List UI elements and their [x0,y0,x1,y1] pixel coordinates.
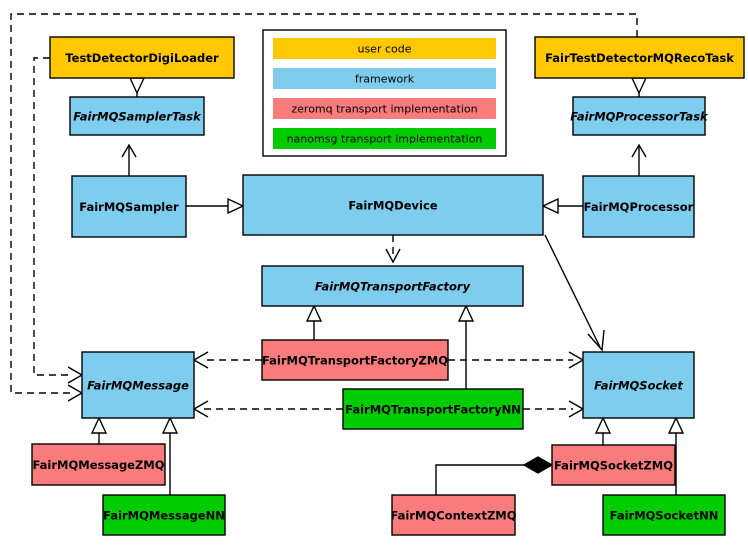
legend-items: user code framework zeromq transport imple… [273,38,496,149]
legend-label: framework [355,73,415,86]
arrow-generalization-transportfactory-zmq [305,304,323,322]
class-node-FairMQSocketZMQ[interactable]: FairMQSocketZMQ [551,444,676,486]
legend-panel: user code framework zeromq transport imple… [262,29,507,157]
class-node-FairMQProcessor[interactable]: FairMQProcessor [582,175,695,238]
class-name-label: FairMQProcessorTask [570,110,709,124]
class-box-rect [261,265,524,307]
arrow-open-message-top-left [67,366,84,384]
arrow-generalization-message-zmq [90,416,108,434]
legend-label: user code [357,43,411,56]
class-box-rect [102,494,226,536]
class-name-label: FairMQSocket [594,379,683,393]
class-boxes: TestDetectorDigiLoaderFairMQSamplerTaskF… [31,36,745,536]
class-name-label: FairMQContextZMQ [390,509,516,523]
legend-item-nanomsg: nanomsg transport implementation [273,128,496,149]
edge-digiloader-to-message [33,57,72,376]
dependency-routing-transport [204,235,573,410]
class-node-FairMQMessageNN[interactable]: FairMQMessageNN [102,494,226,536]
class-box-rect [261,339,449,381]
class-box-rect [81,351,195,419]
class-name-label: FairMQTransportFactoryZMQ [262,354,448,368]
class-box-rect [71,175,187,238]
class-name-label: FairMQTransportFactory [315,280,471,294]
arrow-generalization-socket-zmq [594,416,612,434]
arrow-generalization-message-nn [161,416,179,434]
class-box-rect [342,388,524,430]
class-box-rect [31,443,166,486]
legend-swatch [273,98,496,119]
class-name-label: FairMQMessage [87,379,189,393]
arrow-generalization-device-from-processor [541,197,559,215]
arrow-generalization-digiloader [128,77,146,95]
class-node-FairMQContextZMQ[interactable]: FairMQContextZMQ [390,494,517,536]
dependency-routing-outer [10,13,638,394]
class-name-label: TestDetectorDigiLoader [65,51,219,65]
arrow-open-device-socket [587,329,605,352]
class-box-rect [49,36,235,79]
arrow-generalization-device-from-sampler [227,197,245,215]
class-node-TestDetectorDigiLoader[interactable]: TestDetectorDigiLoader [49,36,235,79]
arrow-generalization-socket-nn [667,416,685,434]
class-name-label: FairMQSocketNN [610,509,719,523]
arrow-open-transportfactory [385,248,401,264]
legend-swatch [273,38,496,59]
class-node-FairMQSamplerTask[interactable]: FairMQSamplerTask [69,96,205,136]
class-node-FairMQMessageZMQ[interactable]: FairMQMessageZMQ [31,443,166,486]
class-name-label: FairMQSampler [79,200,179,214]
legend-item-user: user code [273,38,496,59]
class-node-FairMQTransportFactoryZMQ[interactable]: FairMQTransportFactoryZMQ [261,339,449,381]
arrow-open-samplertask [121,143,137,158]
class-box-rect [572,96,706,136]
class-node-FairMQSocket[interactable]: FairMQSocket [582,351,695,419]
class-box-rect [582,351,695,419]
legend-item-zeromq: zeromq transport implementation [273,98,496,119]
class-node-FairMQProcessorTask[interactable]: FairMQProcessorTask [570,96,709,136]
arrow-generalization-transportfactory-nn [457,304,475,322]
class-node-FairMQSampler[interactable]: FairMQSampler [71,175,187,238]
class-box-rect [391,494,516,536]
class-node-FairTestDetectorMQRecoTask[interactable]: FairTestDetectorMQRecoTask [534,36,745,79]
legend-swatch [273,128,496,149]
arrow-open-message-right-top [192,351,209,369]
class-node-FairMQDevice[interactable]: FairMQDevice [242,174,544,236]
class-name-label: FairMQSamplerTask [73,110,202,124]
class-name-label: FairTestDetectorMQRecoTask [545,51,734,65]
class-box-rect [582,175,695,238]
class-name-label: FairMQTransportFactoryNN [345,403,521,417]
arrow-open-message-bottom-left [67,384,84,402]
class-node-FairMQTransportFactory[interactable]: FairMQTransportFactory [261,265,524,307]
diamond-composition-contextzmq [522,456,554,474]
class-name-label: FairMQProcessor [584,200,694,214]
legend-item-framework: framework [273,68,496,89]
arrow-generalization-recotask [630,77,648,95]
arrowheads [67,77,685,474]
class-node-FairMQSocketNN[interactable]: FairMQSocketNN [602,494,726,536]
class-box-rect [602,494,726,536]
class-name-label: FairMQMessageNN [103,509,225,523]
class-node-FairMQTransportFactoryNN[interactable]: FairMQTransportFactoryNN [342,388,524,430]
class-node-FairMQMessage[interactable]: FairMQMessage [81,351,195,419]
edge-recotask-to-message [10,13,638,394]
legend-label: nanomsg transport implementation [287,133,483,146]
class-name-label: FairMQSocketZMQ [554,459,673,473]
legend-swatch [273,68,496,89]
class-box-rect [551,444,676,486]
class-name-label: FairMQMessageZMQ [32,458,164,472]
line-contextzmq-to-socketzmq [435,464,528,495]
class-box-rect [534,36,745,79]
arrow-open-processortask [631,143,647,158]
class-name-label: FairMQDevice [348,199,437,213]
line-device-to-socket [544,234,601,348]
legend-label: zeromq transport implementation [291,103,477,116]
class-box-rect [69,96,205,136]
class-box-rect [242,174,544,236]
